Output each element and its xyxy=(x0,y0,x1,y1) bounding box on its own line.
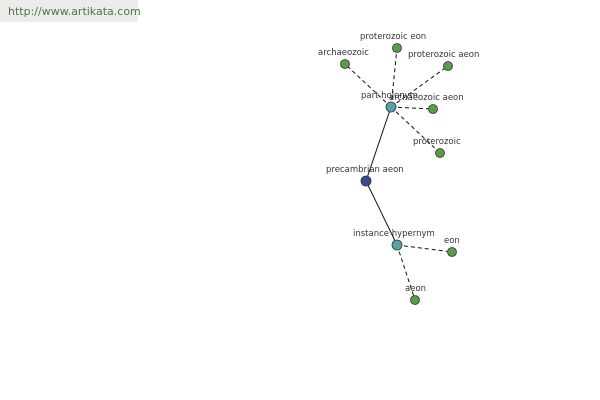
node-archaeozoic-aeon[interactable] xyxy=(428,104,438,114)
graph-labels: proterozoic eon archaeozoic proterozoic ae… xyxy=(318,32,479,294)
node-aeon[interactable] xyxy=(410,295,420,305)
label-eon[interactable]: eon xyxy=(444,236,460,246)
source-url-link[interactable]: http://www.artikata.com xyxy=(8,5,141,18)
edge-instance-hypernym-eon xyxy=(396,244,453,253)
label-part-holonym[interactable]: part holonym xyxy=(361,91,418,101)
node-instance-hypernym[interactable] xyxy=(391,239,403,251)
node-part-holonym[interactable] xyxy=(385,101,397,113)
node-proterozoic-aeon[interactable] xyxy=(443,61,453,71)
edge-part-holonym-proterozoic xyxy=(390,106,441,154)
label-archaeozoic[interactable]: archaeozoic xyxy=(318,48,369,58)
edge-part-holonym-archaeozoic-aeon xyxy=(390,106,434,110)
label-instance-hypernym[interactable]: instance hypernym xyxy=(353,229,435,239)
node-proterozoic[interactable] xyxy=(435,148,445,158)
node-archaeozoic[interactable] xyxy=(340,59,350,69)
edge-precambrian-instance-hypernym xyxy=(365,180,398,246)
node-precambrian[interactable] xyxy=(360,175,372,187)
edge-precambrian-part-holonym xyxy=(365,106,392,182)
edge-part-holonym-proterozoic-eon xyxy=(390,47,398,108)
graph-edges xyxy=(344,47,453,301)
node-eon[interactable] xyxy=(447,247,457,257)
edge-part-holonym-archaeozoic xyxy=(344,63,392,108)
edge-part-holonym-proterozoic-aeon xyxy=(390,65,449,108)
label-proterozoic[interactable]: proterozoic xyxy=(413,137,461,147)
edge-instance-hypernym-aeon xyxy=(396,244,416,301)
label-proterozoic-eon[interactable]: proterozoic eon xyxy=(360,32,426,42)
url-banner[interactable]: http://www.artikata.com xyxy=(0,0,141,22)
label-aeon[interactable]: aeon xyxy=(405,284,426,294)
label-proterozoic-aeon[interactable]: proterozoic aeon xyxy=(408,50,479,60)
node-proterozoic-eon[interactable] xyxy=(392,43,402,53)
graph-nodes xyxy=(340,43,457,305)
label-precambrian[interactable]: precambrian aeon xyxy=(326,165,404,175)
label-archaeozoic-aeon[interactable]: archaeozoic aeon xyxy=(389,93,464,103)
